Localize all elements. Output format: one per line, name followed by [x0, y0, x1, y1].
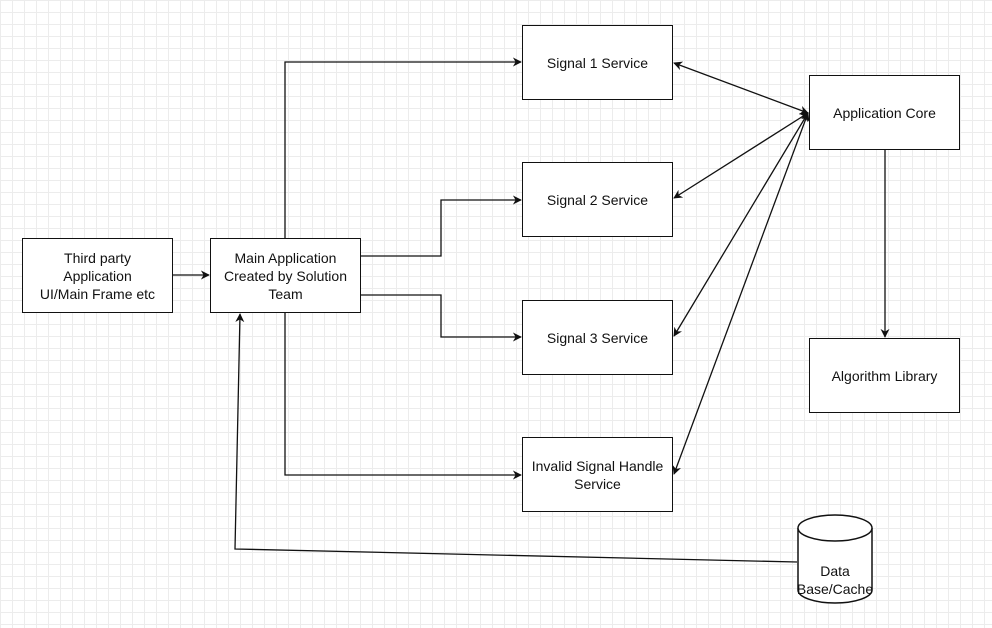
edge-signal3-core[interactable]: [673, 112, 809, 337]
main-application-label: Main Application Created by Solution Tea…: [224, 249, 347, 302]
edge-signal2-core[interactable]: [673, 112, 809, 199]
application-core-label: Application Core: [833, 104, 936, 121]
signal-3-service-node[interactable]: Signal 3 Service: [522, 300, 673, 375]
signal-1-service-label: Signal 1 Service: [546, 54, 649, 71]
edge-invalid-core[interactable]: [672, 112, 810, 475]
algorithm-library-label: Algorithm Library: [831, 367, 938, 384]
invalid-signal-handle-service-label: Invalid Signal Handle Service: [531, 457, 664, 492]
third-party-application-label: Third party Application UI/Main Frame et…: [39, 249, 156, 302]
signal-2-service-label: Signal 2 Service: [546, 191, 649, 208]
signal-1-service-node[interactable]: Signal 1 Service: [522, 25, 673, 100]
edge-database-to-main-app[interactable]: [234, 313, 798, 563]
database-cache-label: Data Base/Cache: [796, 563, 874, 597]
database-cylinder-icon[interactable]: [797, 514, 873, 604]
edge-main-app-to-signal1[interactable]: [284, 57, 522, 238]
edge-main-app-to-signal2[interactable]: [361, 195, 522, 257]
edge-signal1-core[interactable]: [673, 61, 809, 115]
algorithm-library-node[interactable]: Algorithm Library: [809, 338, 960, 413]
edge-main-app-to-signal3[interactable]: [361, 294, 522, 342]
signal-3-service-label: Signal 3 Service: [546, 329, 649, 346]
application-core-node[interactable]: Application Core: [809, 75, 960, 150]
signal-2-service-node[interactable]: Signal 2 Service: [522, 162, 673, 237]
invalid-signal-handle-service-node[interactable]: Invalid Signal Handle Service: [522, 437, 673, 512]
third-party-application-node[interactable]: Third party Application UI/Main Frame et…: [22, 238, 173, 313]
edge-main-app-to-invalid-service[interactable]: [284, 313, 522, 480]
main-application-node[interactable]: Main Application Created by Solution Tea…: [210, 238, 361, 313]
